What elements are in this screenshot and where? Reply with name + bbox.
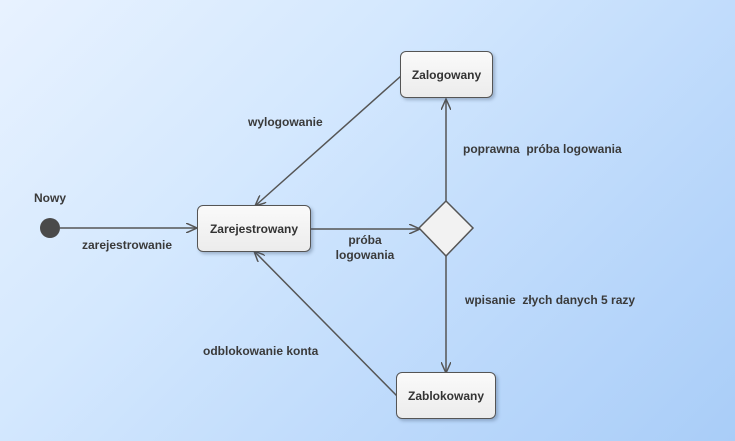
- state-zablokowany-label: Zablokowany: [407, 388, 484, 403]
- decision-node: [417, 199, 475, 258]
- transition-wpisanie-label: wpisanie złych danych 5 razy: [465, 293, 636, 307]
- state-zablokowany[interactable]: Zablokowany: [396, 372, 496, 419]
- initial-node: [40, 218, 60, 238]
- transition-wylogowanie-label: wylogowanie: [248, 115, 323, 129]
- transition-zarejestrowanie-label: zarejestrowanie: [82, 238, 173, 252]
- transition-wylogowanie-line: [255, 75, 402, 206]
- state-zarejestrowany-label: Zarejestrowany: [209, 221, 299, 236]
- state-zarejestrowany[interactable]: Zarejestrowany: [197, 205, 311, 252]
- state-zalogowany[interactable]: Zalogowany: [400, 51, 493, 98]
- state-zalogowany-label: Zalogowany: [411, 67, 482, 82]
- transition-odblokowanie-line: [254, 251, 398, 397]
- transition-poprawna-label: poprawna próba logowania: [463, 142, 622, 156]
- transition-odblokowanie-label: odblokowanie konta: [203, 344, 319, 358]
- transition-proba-logowania-label: próba logowania: [335, 233, 395, 262]
- initial-node-label: Nowy: [34, 191, 67, 205]
